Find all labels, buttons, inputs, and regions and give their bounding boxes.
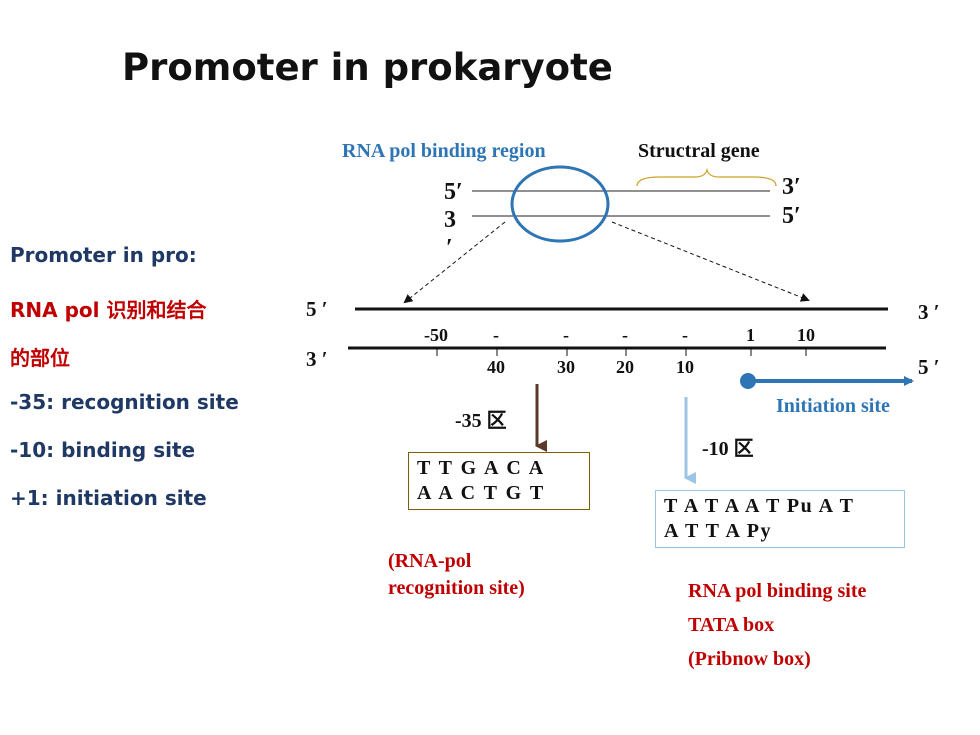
top-left-5prime: 5′ — [444, 179, 463, 205]
tick-label-dash: - — [682, 325, 688, 345]
binding-region-label: RNA pol binding region — [342, 140, 546, 162]
zoom-line-right — [611, 221, 810, 302]
main-right-5prime: 5 ′ — [918, 355, 940, 379]
region-35-note-line2: recognition site) — [388, 577, 525, 599]
left-line-1: RNA pol 识别和结合 — [10, 298, 207, 322]
binding-region-circle — [510, 165, 610, 243]
region-10-sequence-box: T A T A A T Pu A T A T T A Py — [655, 490, 905, 548]
tick-label-10: 10 — [797, 325, 815, 345]
region-35-sequence-box: T T G A C A A A C T G T — [408, 452, 590, 510]
region-35-note-line1: (RNA-pol — [388, 550, 472, 572]
main-left-3prime: 3 ′ — [306, 347, 328, 371]
region-10-note-line2: TATA box — [688, 614, 775, 636]
structural-gene-brace — [636, 167, 777, 187]
top-right-5prime: 5′ — [782, 203, 801, 229]
region-10-note: RNA pol binding site TATA box (Pribnow b… — [688, 574, 866, 676]
initiation-site-label: Initiation site — [776, 395, 890, 417]
left-line-2: 的部位 — [10, 346, 70, 370]
tick-label-dash: - — [622, 325, 628, 345]
region-35-note: (RNA-pol recognition site) — [388, 548, 525, 602]
tick-label-minus50: -50 — [424, 325, 448, 345]
main-left-5prime: 5 ′ — [306, 297, 328, 321]
structural-gene-label: Structral gene — [638, 140, 760, 162]
left-line-4: -10: binding site — [10, 438, 196, 462]
region-10-seq-line1: T A T A A T Pu A T — [664, 495, 855, 517]
main-right-3prime: 3 ′ — [918, 300, 940, 324]
tick-label-dash: - — [493, 325, 499, 345]
region-10-note-line3: (Pribnow box) — [688, 648, 811, 670]
top-left-prime: ′ — [446, 235, 453, 261]
tick-label-30: 30 — [557, 357, 575, 377]
left-line-3: -35: recognition site — [10, 390, 239, 414]
region-35-seq-line2: A A C T G T — [417, 482, 546, 504]
top-left-3: 3 — [444, 207, 456, 233]
left-line-5: +1: initiation site — [10, 486, 207, 510]
tick-label-20: 20 — [616, 357, 634, 377]
region-10-label: -10 区 — [702, 438, 754, 460]
region-10-note-line1: RNA pol binding site — [688, 580, 867, 602]
region-35-label: -35 区 — [455, 410, 507, 432]
tick-label-10-bottom: 10 — [676, 357, 694, 377]
tick-label-40: 40 — [487, 357, 505, 377]
tick-label-1: 1 — [746, 325, 755, 345]
page-title: Promoter in prokaryote — [122, 46, 613, 89]
region-35-seq-line1: T T G A C A — [417, 457, 546, 479]
tick-label-dash: - — [563, 325, 569, 345]
region-10-seq-line2: A T T A Py — [664, 520, 773, 542]
left-heading: Promoter in pro: — [10, 243, 197, 267]
top-right-3prime: 3′ — [782, 174, 801, 200]
zoom-line-left — [403, 221, 506, 304]
